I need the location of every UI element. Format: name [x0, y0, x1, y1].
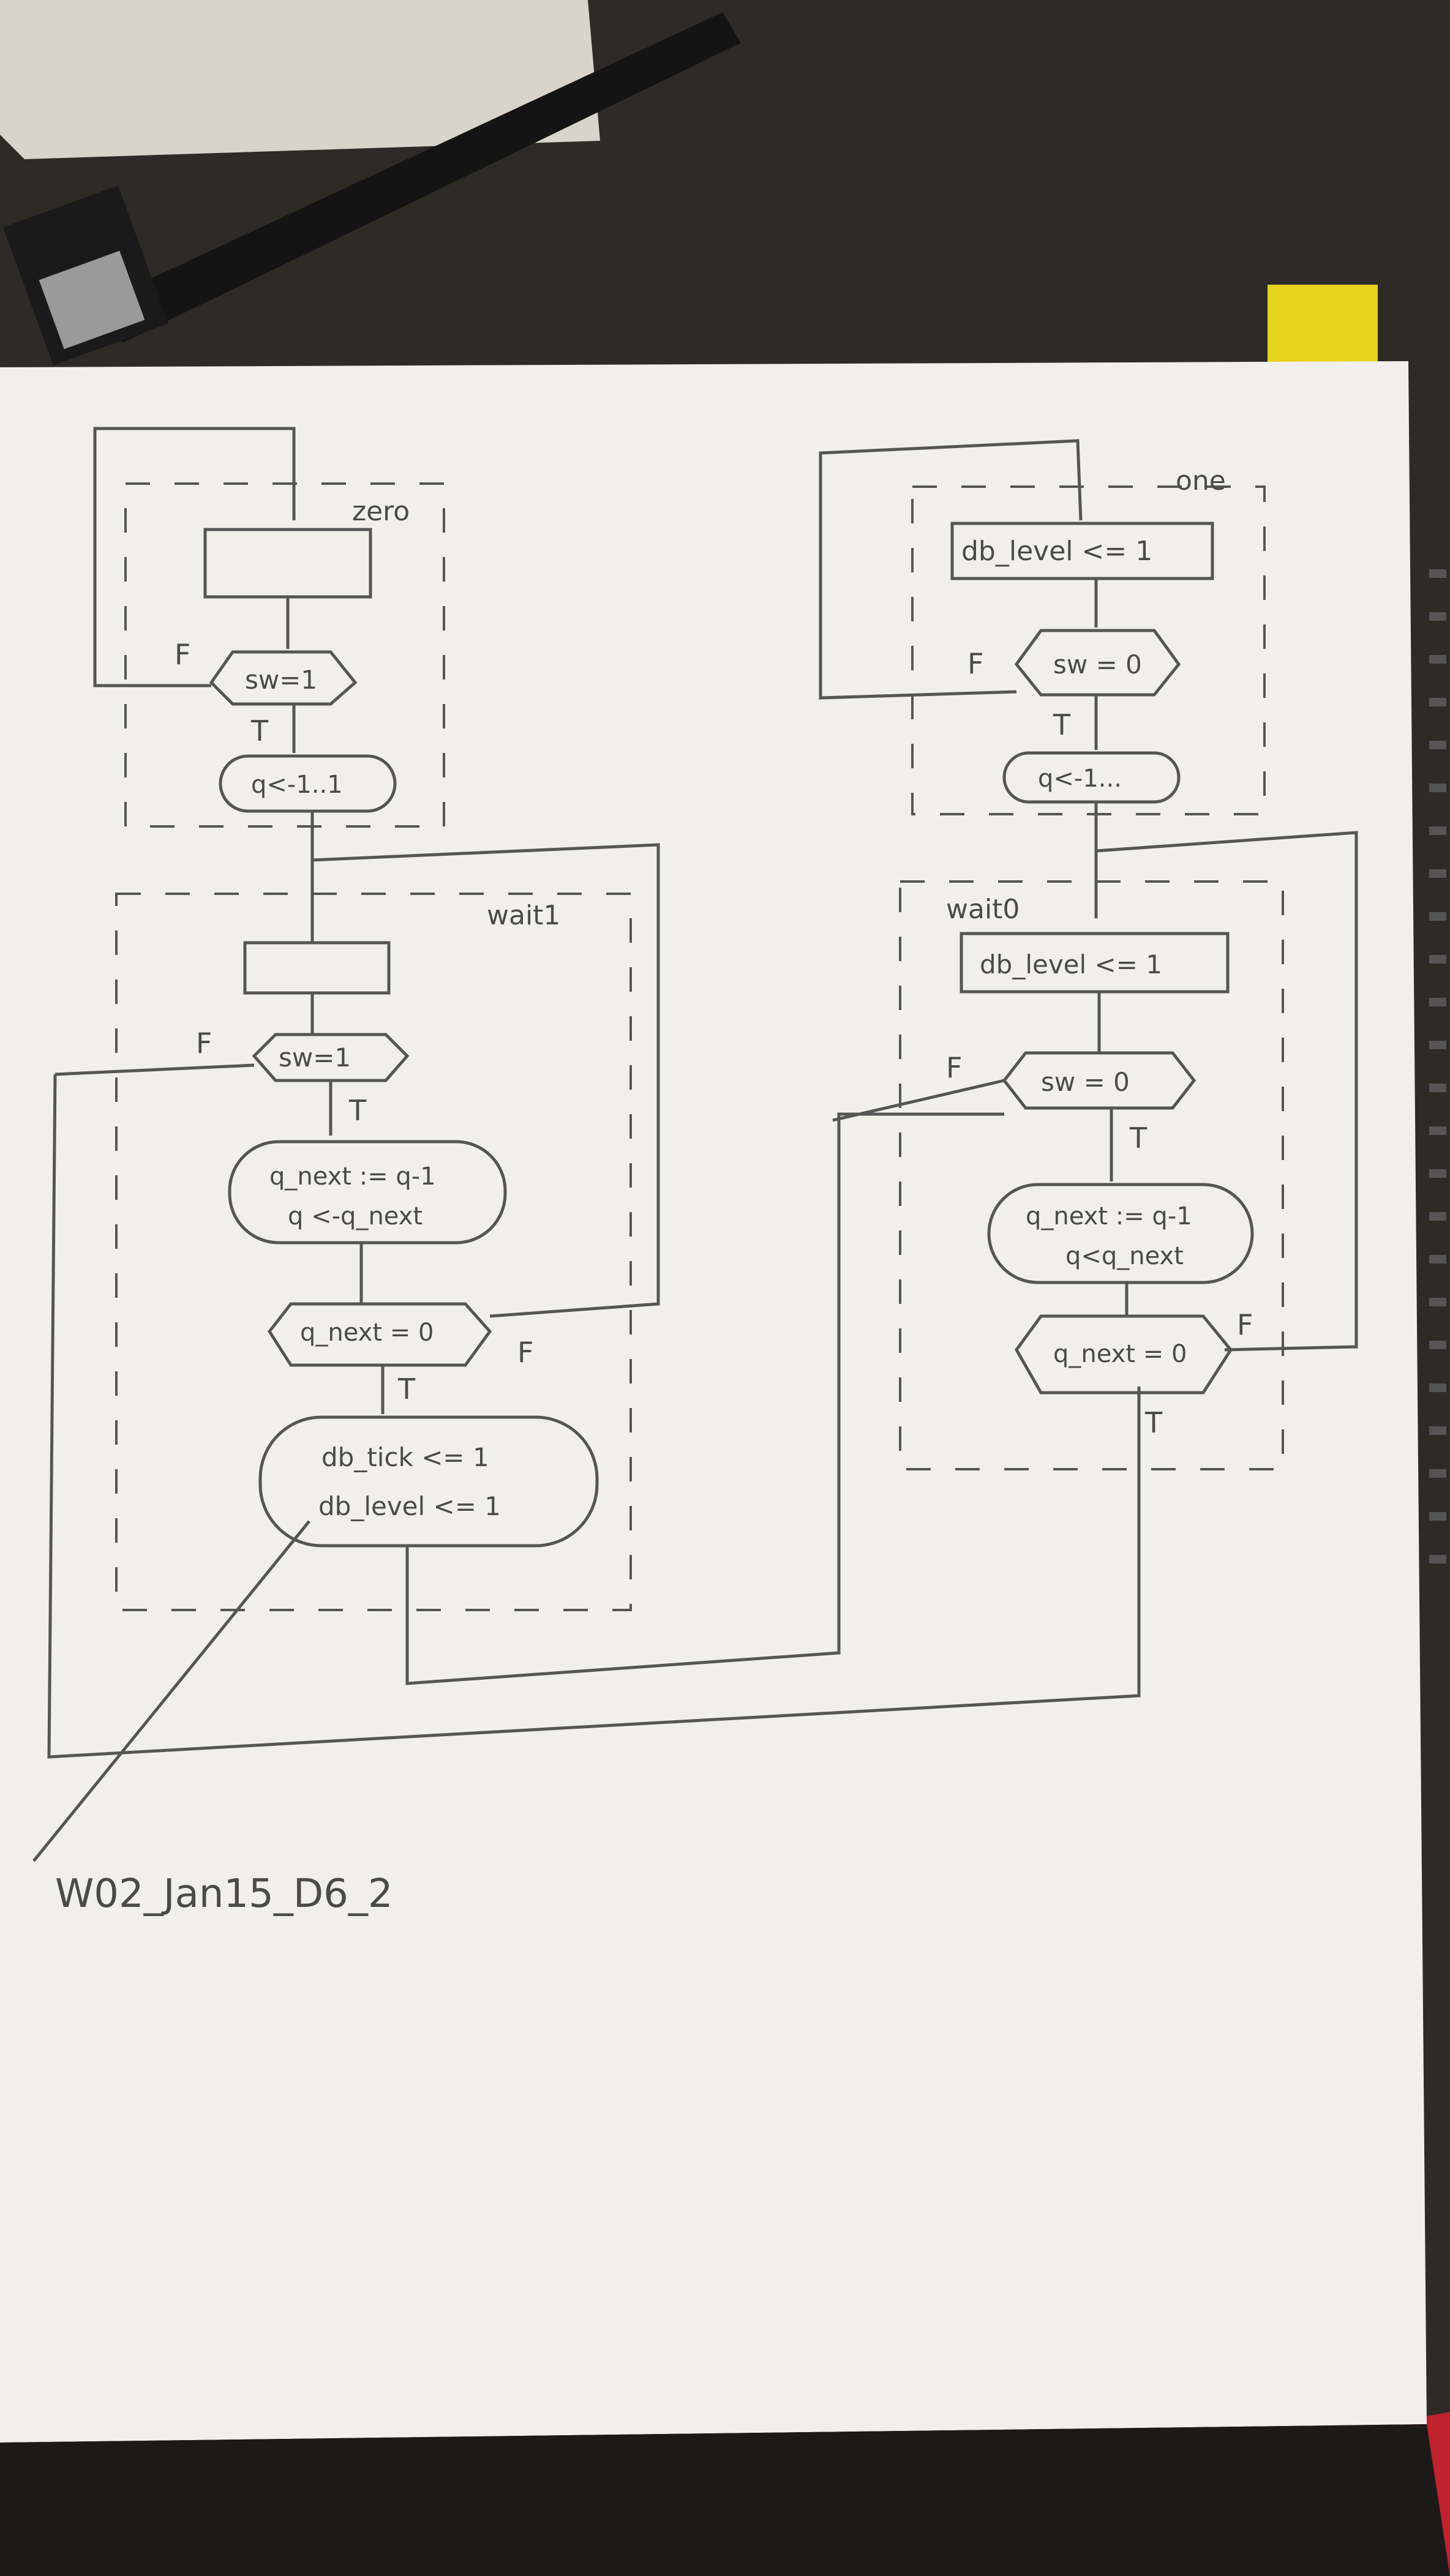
wait0-action-text-2: q<q_next — [1065, 1242, 1184, 1270]
wait0-box-text: db_level <= 1 — [980, 949, 1162, 979]
wait0-false-edge — [832, 1079, 1005, 1122]
one-true-label: T — [1053, 708, 1071, 741]
one-state-region — [911, 485, 1266, 815]
wait1-loop-edge — [312, 843, 660, 1318]
notebook-page — [0, 361, 1427, 2443]
one-box — [950, 522, 1214, 580]
wait0-state-label: wait0 — [946, 894, 1020, 925]
wait0-check-hexagon — [1015, 1314, 1233, 1395]
wait0-check-false-label: F — [1237, 1308, 1253, 1341]
wait1-action-rounded — [228, 1140, 507, 1245]
one-cond-hexagon — [1014, 629, 1181, 697]
wait1-action-text-2: q <-q_next — [288, 1202, 423, 1230]
caption-arrow — [32, 1520, 310, 1862]
wait1-check-text: q_next = 0 — [300, 1319, 434, 1347]
wait1-check-hexagon — [267, 1302, 492, 1367]
wait1-cond-hexagon — [252, 1033, 410, 1082]
one-action-text: q<-1... — [1038, 765, 1122, 793]
tick-action-rounded — [258, 1415, 599, 1548]
wait1-false-label: F — [196, 1027, 212, 1060]
one-loop-edge — [819, 439, 1083, 700]
right-chart — [819, 439, 1358, 1470]
one-false-label: F — [967, 647, 983, 680]
wait0-loop-edge — [1095, 831, 1358, 1352]
one-box-text: db_level <= 1 — [961, 536, 1152, 567]
wait1-state-label: wait1 — [487, 900, 560, 931]
one-action-rounded — [1002, 751, 1181, 804]
wait0-cond-hexagon — [1002, 1051, 1196, 1110]
wait1-cond-text: sw=1 — [279, 1043, 351, 1073]
tick-to-wait0-edge — [405, 1112, 1004, 1685]
zero-cond-hexagon — [209, 650, 358, 706]
tick-text-2: db_level <= 1 — [318, 1491, 501, 1521]
wait1-true-label: T — [348, 1094, 367, 1127]
wait0-action-text-1: q_next := q-1 — [1026, 1202, 1192, 1230]
zero-loop-edge — [93, 427, 296, 687]
wait0-check-true-label: T — [1144, 1406, 1163, 1439]
wait1-state-region — [115, 893, 632, 1611]
wait0-check-text: q_next = 0 — [1053, 1340, 1187, 1368]
background-paper — [0, 0, 600, 159]
wait1-action-text-1: q_next := q-1 — [269, 1163, 436, 1191]
wait0-box — [960, 932, 1230, 994]
wait1-check-true-label: T — [397, 1372, 416, 1406]
tick-text-1: db_tick <= 1 — [321, 1442, 489, 1472]
wait0-true-label: T — [1129, 1121, 1148, 1155]
pen — [92, 12, 741, 343]
zero-cond-text: sw=1 — [245, 665, 317, 695]
spiral-binding — [1429, 569, 1446, 1563]
zero-state-region — [124, 482, 445, 828]
bottom-shadow — [0, 2424, 1450, 2576]
wait0-action-rounded — [987, 1183, 1254, 1284]
caption-text: W02_Jan15_D6_2 — [55, 1871, 393, 1917]
zero-state-label: zero — [352, 496, 410, 527]
wait1-empty-box — [243, 941, 391, 995]
usb-connector — [39, 250, 145, 350]
wait0-cond-text: sw = 0 — [1041, 1067, 1130, 1097]
wait0-false-label: F — [946, 1051, 962, 1084]
zero-action-text: q<-1..1 — [251, 771, 343, 799]
one-cond-text: sw = 0 — [1053, 650, 1142, 680]
one-state-label: one — [1176, 465, 1226, 496]
wait1-check-false-label: F — [517, 1336, 533, 1369]
zero-false-label: F — [175, 638, 190, 671]
zero-true-label: T — [250, 714, 269, 747]
outer-bottom-edge — [47, 1074, 1141, 1759]
wait1-false-edge — [54, 1063, 255, 1076]
zero-action-rounded — [219, 754, 397, 813]
left-chart — [32, 427, 1141, 1862]
